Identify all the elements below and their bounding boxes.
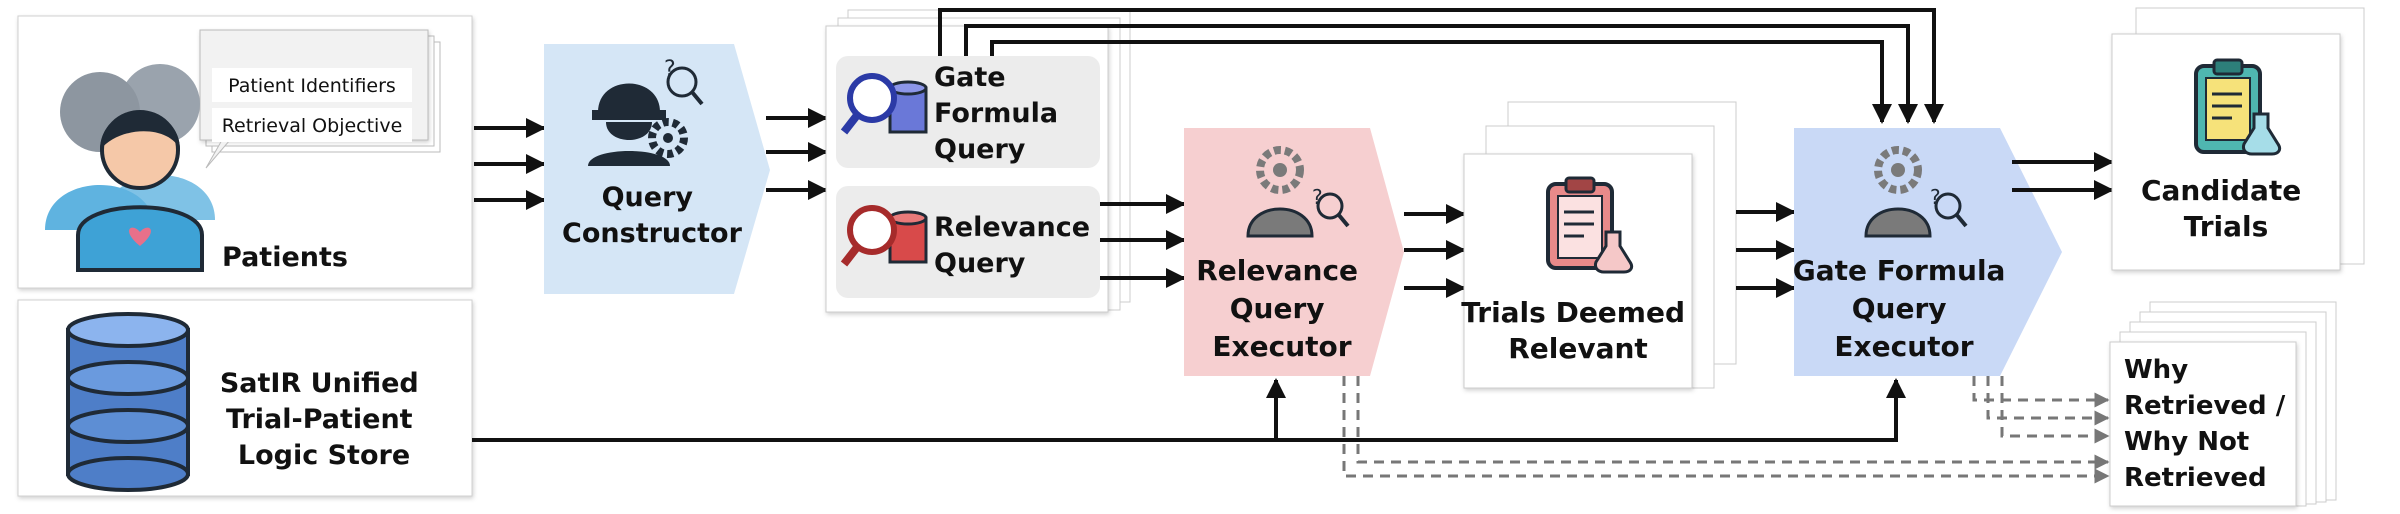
logic-store-label: SatIR Unified Trial-Patient Logic Store — [220, 368, 428, 471]
gate-query-to-gate-executor-arrows — [938, 8, 1944, 124]
svg-text:?: ? — [1312, 185, 1323, 209]
store-to-executors-arrows — [472, 378, 1906, 442]
gate-query-db-icon — [840, 73, 928, 135]
svg-text:?: ? — [664, 57, 676, 82]
patients-to-constructor-arrows — [474, 118, 546, 210]
gate-formula-query-executor-label: Gate Formula Query Executor — [1793, 254, 2015, 363]
gate-formula-query-executor-node: ? Gate Formula Query Executor — [1793, 128, 2062, 376]
gate-formula-query-label: Gate Formula Query — [934, 62, 1067, 165]
why-retrieved-panel: Why Retrieved / Why Not Retrieved — [2109, 301, 2337, 507]
relevance-query-db-icon — [840, 205, 928, 267]
candidate-trials-label: Candidate Trials — [2141, 174, 2311, 243]
query-constructor-label: Query Constructor — [562, 182, 743, 249]
patients-icon — [45, 64, 215, 272]
relevance-query-label: Relevance Query — [934, 212, 1099, 279]
executor-to-trials-arrows — [1404, 204, 1466, 298]
patients-panel: Patient Identifiers Retrieval Objective … — [17, 15, 473, 289]
bubble-item-patient-identifiers: Patient Identifiers — [228, 75, 396, 97]
why-retrieved-label: Why Retrieved / Why Not Retrieved — [2124, 355, 2294, 493]
queries-panel: Gate Formula Query Relevance Query — [825, 9, 1131, 313]
explanation-dashed-arrows — [1342, 376, 2110, 484]
relevance-query-to-executor-arrows — [1100, 194, 1186, 288]
candidate-clipboard-flask-icon — [2194, 58, 2282, 156]
trials-deemed-relevant-label: Trials Deemed Relevant — [1461, 296, 1695, 365]
trials-to-gate-executor-arrows — [1736, 202, 1796, 298]
constructor-worker-icon: ? — [588, 57, 704, 166]
query-constructor-node: ? Query Constructor — [544, 44, 770, 294]
logic-store-panel: SatIR Unified Trial-Patient Logic Store — [17, 299, 473, 497]
database-icon — [66, 312, 190, 492]
request-bubble: Patient Identifiers Retrieval Objective — [199, 29, 441, 169]
clipboard-flask-icon — [1546, 176, 1634, 274]
svg-text:?: ? — [1930, 185, 1941, 209]
candidate-trials-panel: Candidate Trials — [2111, 7, 2365, 271]
gate-formula-query: Gate Formula Query — [836, 56, 1100, 168]
relevance-query-executor-node: ? Relevance Query Executor — [1184, 128, 1404, 376]
relevance-executor-gear-person-icon: ? — [1246, 146, 1350, 238]
constructor-to-queries-arrows — [766, 108, 828, 200]
trials-deemed-relevant-panel: Trials Deemed Relevant — [1461, 101, 1737, 389]
bubble-item-retrieval-objective: Retrieval Objective — [222, 115, 403, 137]
patients-label: Patients — [222, 242, 348, 273]
gate-executor-to-candidates-arrows — [2012, 152, 2114, 200]
gate-executor-gear-person-icon: ? — [1864, 146, 1968, 238]
relevance-query: Relevance Query — [836, 186, 1100, 298]
relevance-query-executor-label: Relevance Query Executor — [1196, 254, 1368, 363]
